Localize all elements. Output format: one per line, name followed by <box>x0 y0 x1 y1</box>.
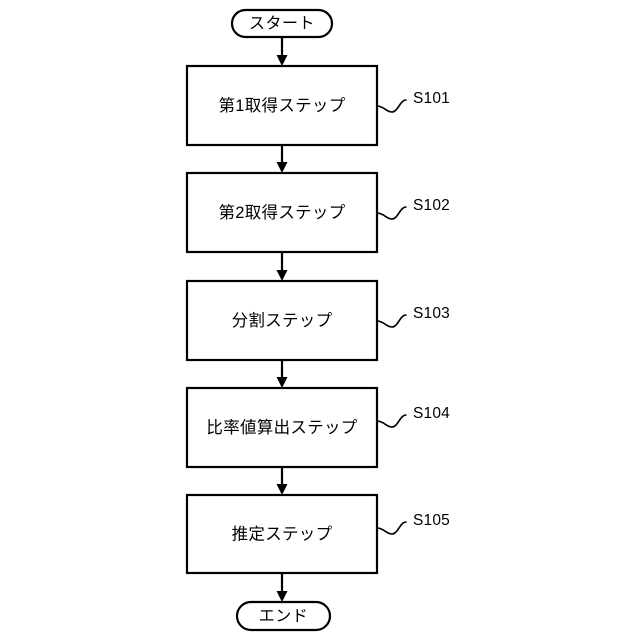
leader-s105: S105 <box>376 512 450 535</box>
process-box-s102[interactable]: 第2取得ステップ <box>185 171 379 254</box>
process-box-s101-shape <box>185 64 379 147</box>
end-terminator-shape <box>235 600 332 632</box>
process-box-s104-shape <box>185 386 379 469</box>
process-box-s101-label: 第1取得ステップ <box>218 96 345 115</box>
arrowhead-icon <box>276 162 288 173</box>
step-ref-s104: S104 <box>413 405 450 422</box>
connector-step1-to-step2 <box>276 145 288 173</box>
start-terminator[interactable]: スタート <box>230 8 334 39</box>
leader-curve-s103 <box>376 314 407 328</box>
process-box-s104[interactable]: 比率値算出ステップ <box>185 386 379 469</box>
leader-curve-s102 <box>376 206 407 220</box>
arrowhead-icon <box>276 270 288 281</box>
connector-step3-to-step4 <box>276 360 288 388</box>
step-ref-s101: S101 <box>413 90 450 107</box>
process-box-s102-label: 第2取得ステップ <box>218 203 345 222</box>
process-box-s103[interactable]: 分割ステップ <box>185 279 379 362</box>
leader-s104: S104 <box>376 405 450 428</box>
process-box-s104-label: 比率値算出ステップ <box>206 418 357 437</box>
connector-start-to-step1 <box>276 37 288 66</box>
leader-curve-s101 <box>376 99 407 113</box>
leader-s101: S101 <box>376 90 450 113</box>
end-terminator-label: エンド <box>259 608 309 625</box>
arrowhead-icon <box>276 484 288 495</box>
leader-s102: S102 <box>376 197 450 220</box>
step-ref-s103: S103 <box>413 305 450 322</box>
leader-s103: S103 <box>376 305 450 328</box>
arrowhead-icon <box>276 591 288 602</box>
step-ref-s102: S102 <box>413 197 450 214</box>
arrowhead-icon <box>276 55 288 66</box>
connector-step2-to-step3 <box>276 252 288 281</box>
leader-curve-s104 <box>376 414 407 428</box>
end-terminator[interactable]: エンド <box>235 600 332 632</box>
step-ref-s105: S105 <box>413 512 450 529</box>
connector-step5-to-end <box>276 573 288 602</box>
process-box-s105[interactable]: 推定ステップ <box>185 493 379 575</box>
process-box-s105-shape <box>185 493 379 575</box>
process-box-s101[interactable]: 第1取得ステップ <box>185 64 379 147</box>
start-terminator-label: スタート <box>249 15 315 33</box>
arrowhead-icon <box>276 377 288 388</box>
process-box-s105-label: 推定ステップ <box>232 524 333 543</box>
connector-step4-to-step5 <box>276 467 288 495</box>
leader-curve-s105 <box>376 521 407 535</box>
process-box-s103-label: 分割ステップ <box>232 311 333 330</box>
